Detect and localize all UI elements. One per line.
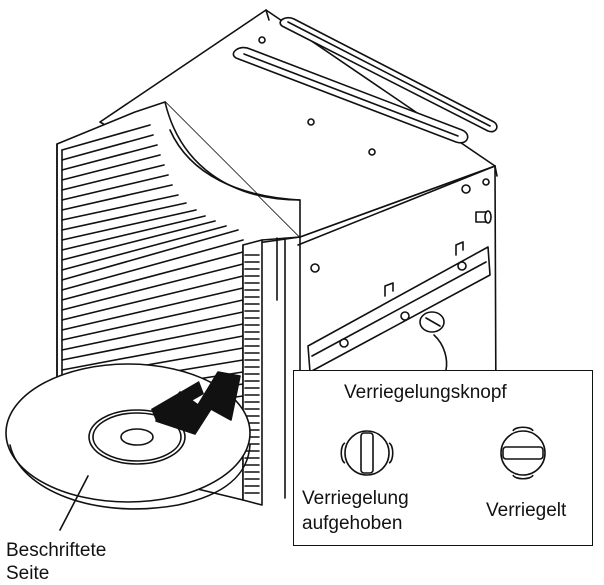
magazine-top-plate <box>99 9 498 246</box>
unlocked-label-line1: Verriegelung <box>302 488 409 509</box>
callout-art <box>340 426 546 480</box>
knob-vertical-slot-icon <box>340 430 394 476</box>
disc-side-label-line1: Beschriftete <box>6 540 107 561</box>
unlocked-label-line2: aufgehoben <box>302 513 403 534</box>
lock-knob-callout: Verriegelungsknopf Verriegelung aufgehob… <box>293 370 593 546</box>
knob-horizontal-slot-icon <box>500 426 546 480</box>
callout-title: Verriegelungsknopf <box>344 382 507 403</box>
disc-side-label-line2: Seite <box>6 563 50 584</box>
arrow-icon <box>151 371 241 435</box>
locked-label: Verriegelt <box>486 500 567 521</box>
lock-knob-on-device <box>419 311 448 371</box>
